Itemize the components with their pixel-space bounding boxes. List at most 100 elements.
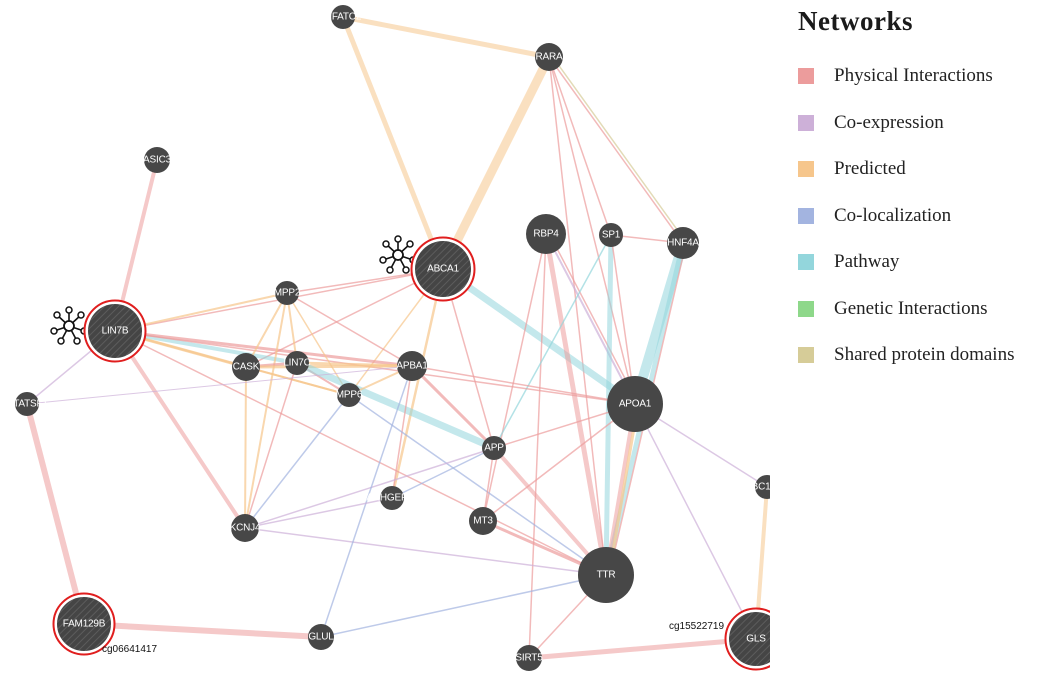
edge-rbp4-ttr [543, 231, 609, 578]
node-circle [667, 227, 699, 259]
edge-mpp2-apba1 [286, 292, 413, 367]
edge-cask-kcnj4 [244, 366, 247, 529]
node-abca1[interactable]: ABCA1 [410, 236, 476, 302]
node-circle [578, 547, 634, 603]
node-circle [397, 351, 427, 381]
node-label: TTR [597, 570, 616, 581]
edge-apoa1-ttr [604, 402, 637, 577]
node-circle [599, 223, 623, 247]
node-label: GLS [746, 634, 766, 645]
node-sirt5[interactable]: SIRT5 [515, 645, 543, 671]
node-rara[interactable]: RARA [535, 43, 563, 71]
legend-item-co-expression[interactable]: Co-expression [798, 100, 1014, 147]
node-label: APOA1 [619, 399, 652, 410]
legend-swatch [798, 161, 814, 178]
edge-app-kcnj4 [244, 447, 495, 529]
node-mpp6[interactable]: MPP6 [336, 383, 363, 407]
node-label: LIN7B [102, 326, 129, 337]
legend-item-shared-protein-domains[interactable]: Shared protein domains [798, 332, 1014, 379]
node-mpp2[interactable]: MPP2 [274, 281, 301, 305]
edge-lin7c-apba1 [295, 361, 414, 368]
edge-apba1-app [410, 364, 496, 450]
legend-label: Shared protein domains [834, 344, 1015, 366]
node-circle [275, 281, 299, 305]
legend-swatch [798, 254, 814, 271]
legend-item-co-localization[interactable]: Co-localization [798, 193, 1014, 240]
node-circle [535, 43, 563, 71]
edge-rbp4-mt3 [482, 233, 547, 522]
edge-mpp6-kcnj4 [244, 394, 350, 529]
legend-swatch [798, 68, 814, 85]
node-kcnj4[interactable]: KCNJ4 [230, 514, 261, 542]
edge-rara-hnf4a [548, 56, 684, 244]
node-label: HNF4A [667, 238, 699, 249]
edge-fam129b-glul [81, 621, 324, 640]
node-circle [337, 383, 361, 407]
node-lin7c[interactable]: LIN7C [283, 351, 311, 375]
node-app[interactable]: APP [482, 436, 506, 460]
edge-sp1-apoa1 [610, 234, 636, 405]
legend-item-physical-interactions[interactable]: Physical Interactions [798, 53, 1014, 100]
node-circle [482, 436, 506, 460]
node-circle [526, 214, 566, 254]
edge-lin7b-ttr [114, 330, 607, 576]
edge-abca1-arhgef12 [390, 267, 445, 500]
node-htatsf1[interactable]: HTATSF1 [6, 392, 49, 416]
edge-app-arhgef12 [391, 447, 495, 499]
legend-item-genetic-interactions[interactable]: Genetic Interactions [798, 286, 1014, 333]
legend-label: Co-expression [834, 111, 944, 133]
node-label: MPP6 [336, 390, 363, 401]
node-sp1[interactable]: SP1 [599, 223, 623, 247]
node-label: MT3 [473, 516, 493, 527]
node-gls[interactable]: GLS [724, 607, 771, 671]
node-label: GLUL [308, 632, 334, 643]
node-label: SP1 [602, 230, 621, 241]
node-circle [607, 376, 663, 432]
node-arhgef12[interactable]: ARHGEF12 [366, 486, 418, 510]
edge-rara-apoa1 [548, 56, 636, 405]
network-icon [50, 306, 88, 345]
node-apba1[interactable]: APBA1 [396, 351, 428, 381]
edge-htatsf1-apba1 [26, 365, 413, 405]
node-cask[interactable]: CASK [232, 353, 260, 381]
edge-rbp4-apoa1 [545, 233, 636, 405]
legend-swatch [798, 347, 814, 364]
node-label: ARHGEF12 [366, 493, 418, 504]
edge-mpp2-cask [245, 292, 288, 368]
edge-kcnj4-ttr [244, 527, 607, 576]
node-rbp4[interactable]: RBP4 [526, 214, 566, 254]
node-hnf4a[interactable]: HNF4A [667, 227, 700, 259]
node-label: APP [484, 443, 504, 454]
edge-nfatc2-abca1 [340, 14, 446, 272]
node-lin7b[interactable]: LIN7B [83, 299, 147, 363]
edge-lin7b-apba1 [113, 329, 414, 368]
legend-swatch [798, 207, 814, 224]
edge-htatsf1-fam129b [24, 401, 87, 627]
edge-lin7b-kcnj4 [113, 329, 247, 530]
legend-item-predicted[interactable]: Predicted [798, 146, 1014, 193]
node-nfatc2[interactable]: NFATC2 [325, 5, 362, 29]
node-ttr[interactable]: TTR [578, 547, 634, 603]
edge-rara-abca1 [438, 52, 554, 274]
edges-layer [24, 14, 769, 661]
node-mt3[interactable]: MT3 [469, 507, 497, 535]
node-fam129b[interactable]: FAM129B [52, 592, 116, 656]
edge-rara-ttr [548, 56, 607, 576]
legend-items: Physical Interactions Co-expression Pred… [798, 53, 1014, 379]
node-circle [308, 624, 334, 650]
edge-mpp2-kcnj4 [244, 292, 288, 529]
node-label: SIRT5 [515, 653, 543, 664]
edge-glul-apba1 [320, 365, 413, 638]
node-asic3[interactable]: ASIC3 [143, 147, 172, 173]
legend-item-pathway[interactable]: Pathway [798, 239, 1014, 286]
node-tbc1d19[interactable]: TBC1D19 [746, 475, 770, 499]
node-apoa1[interactable]: APOA1 [607, 376, 663, 432]
legend-label: Predicted [834, 158, 906, 180]
edge-apoa1-ttr [607, 403, 640, 578]
node-label: HTATSF1 [6, 399, 48, 410]
node-label: FAM129B [63, 619, 106, 630]
node-circle [232, 353, 260, 381]
node-glul[interactable]: GLUL [308, 624, 334, 650]
node-circle [755, 475, 770, 499]
